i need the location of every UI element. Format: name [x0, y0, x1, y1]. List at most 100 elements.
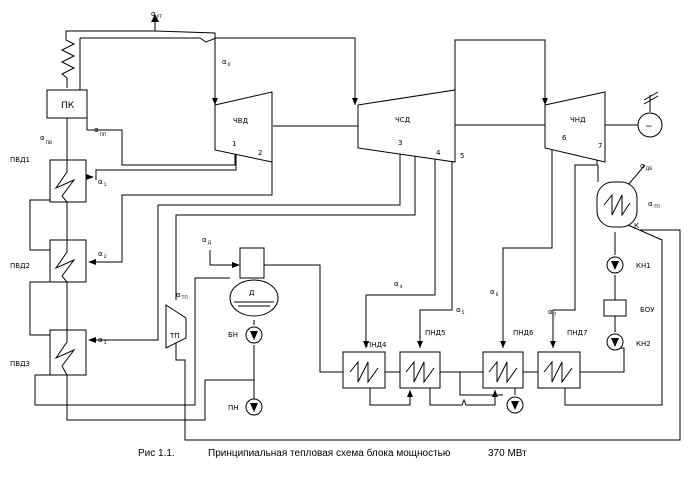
bou-unit	[603, 299, 627, 317]
kn1-triangle	[611, 261, 619, 270]
flow-a-ut: αУТ	[151, 10, 162, 20]
flow-a-dv: αДВ	[640, 162, 652, 172]
reheat-line	[80, 37, 356, 105]
generator-label: ~	[645, 122, 653, 132]
extraction-number-1: 1	[232, 140, 236, 148]
flow-a-pp: αПП	[94, 126, 106, 138]
pvd2-label: ПВД2	[10, 262, 30, 270]
condenser-coil	[603, 193, 631, 217]
dv-line	[627, 164, 646, 186]
extraction-number-7: 7	[598, 142, 602, 150]
kn2-triangle	[611, 338, 619, 347]
pnd7-coil	[543, 360, 573, 384]
flow-a1: α1	[98, 178, 107, 188]
pvd1-drain	[29, 199, 50, 251]
piping	[29, 14, 681, 441]
extraction-number-4: 4	[436, 149, 441, 157]
flow-a-tp-k: αТП	[648, 200, 660, 210]
a6-arrow	[500, 341, 506, 348]
chsd-label: ЧСД	[395, 116, 411, 124]
extraction-7	[552, 150, 598, 348]
bn-label: БН	[228, 331, 238, 339]
flow-a5: α5	[456, 306, 465, 316]
extraction-number-6: 6	[562, 134, 567, 142]
extraction-4	[365, 150, 436, 348]
pp-line	[86, 118, 236, 166]
a5-arrow	[417, 341, 423, 348]
extraction-number-2: 2	[258, 149, 262, 157]
extraction-tp	[175, 150, 416, 300]
pnd7-label: ПНД7	[567, 329, 587, 337]
flow-a-d: αД	[202, 236, 212, 246]
chnd-label: ЧНД	[570, 116, 586, 124]
caption: Рис 1.1. Принципиальная тепловая схема б…	[138, 447, 527, 459]
kn2-label: КН2	[636, 340, 651, 348]
extraction-d	[209, 250, 232, 266]
flow-a7: α7	[548, 308, 557, 318]
pnd5-coil	[405, 360, 435, 384]
pvd3-label: ПВД3	[10, 360, 30, 368]
flow-labels: αУТ α0 αПВ αПП α1 α2 α3 αД αТП α4 α5 α6 …	[40, 10, 660, 346]
extraction-6	[502, 148, 553, 348]
pnd5-drain	[429, 388, 496, 406]
flow-a-pv: αПВ	[40, 134, 52, 146]
pvd1-coil	[54, 160, 76, 203]
ut-arrow	[151, 14, 159, 22]
pk-label: ПК	[61, 101, 75, 111]
pvd3-drain	[34, 277, 230, 406]
deaerator-label: Д	[249, 289, 255, 297]
equipment: ПК ЧВД ЧСД ЧНД 1 2 3 4 5 6 7 ~ ПВД1 ПВД2…	[10, 89, 663, 416]
flow-a4: α4	[394, 280, 403, 290]
bn-pump-triangle	[250, 331, 258, 340]
bou-label: БОУ	[640, 306, 655, 314]
chvd-turbine	[214, 91, 273, 163]
pnd5-drain-arrow	[492, 390, 498, 397]
extraction-1	[95, 150, 237, 180]
tp-turbine	[165, 304, 187, 349]
caption-power: 370 МВт	[488, 448, 527, 459]
tp-exhaust	[175, 229, 681, 441]
pnd4-drain	[369, 388, 411, 406]
pnd5-label: ПНД5	[425, 329, 445, 337]
caption-title: Принципиальная тепловая схема блока мощн…	[208, 447, 451, 459]
extraction-number-5: 5	[460, 152, 464, 160]
a4-arrow	[363, 341, 369, 348]
crossover-line	[454, 39, 546, 125]
pvd2-coil	[54, 240, 76, 283]
a3-arrow	[88, 337, 96, 343]
pk-boiler	[46, 89, 88, 119]
extraction-5	[419, 150, 453, 348]
pnd6-coil	[488, 360, 518, 384]
flow-a0: α0	[222, 58, 231, 68]
pnd7-to-kn2	[580, 347, 625, 373]
pnd4-coil	[349, 360, 379, 384]
flow-a2: α2	[98, 250, 107, 260]
pnd7-heater	[537, 351, 581, 389]
caption-figure: Рис 1.1.	[138, 448, 175, 459]
chvd-inlet-arrow	[212, 98, 218, 105]
extraction-2	[96, 150, 273, 263]
gen-out-tick1	[643, 95, 659, 105]
condenser-label: К	[634, 222, 639, 230]
pnd6-label: ПНД6	[513, 329, 534, 337]
generator	[637, 112, 663, 138]
condensate-to-d	[263, 264, 343, 373]
pn-label: ПН	[228, 404, 239, 412]
flow-a6: α6	[490, 288, 499, 298]
chsd-inlet-arrow	[352, 98, 358, 105]
a7-arrow	[550, 341, 556, 348]
pn-pump-triangle	[250, 403, 258, 412]
ad-arrow	[232, 262, 240, 268]
pnd4-drain-arrow	[407, 390, 413, 397]
deaerator-tank	[229, 279, 279, 317]
drain-pump-triangle	[511, 401, 519, 410]
a1-arrow	[86, 174, 94, 180]
pnd7-drain	[564, 224, 663, 406]
feed-line	[66, 375, 255, 421]
pvd2-heater	[49, 239, 87, 283]
deaerator-column	[239, 247, 265, 279]
pvd1-label: ПВД1	[10, 156, 30, 164]
drain-pump-line	[459, 372, 503, 396]
